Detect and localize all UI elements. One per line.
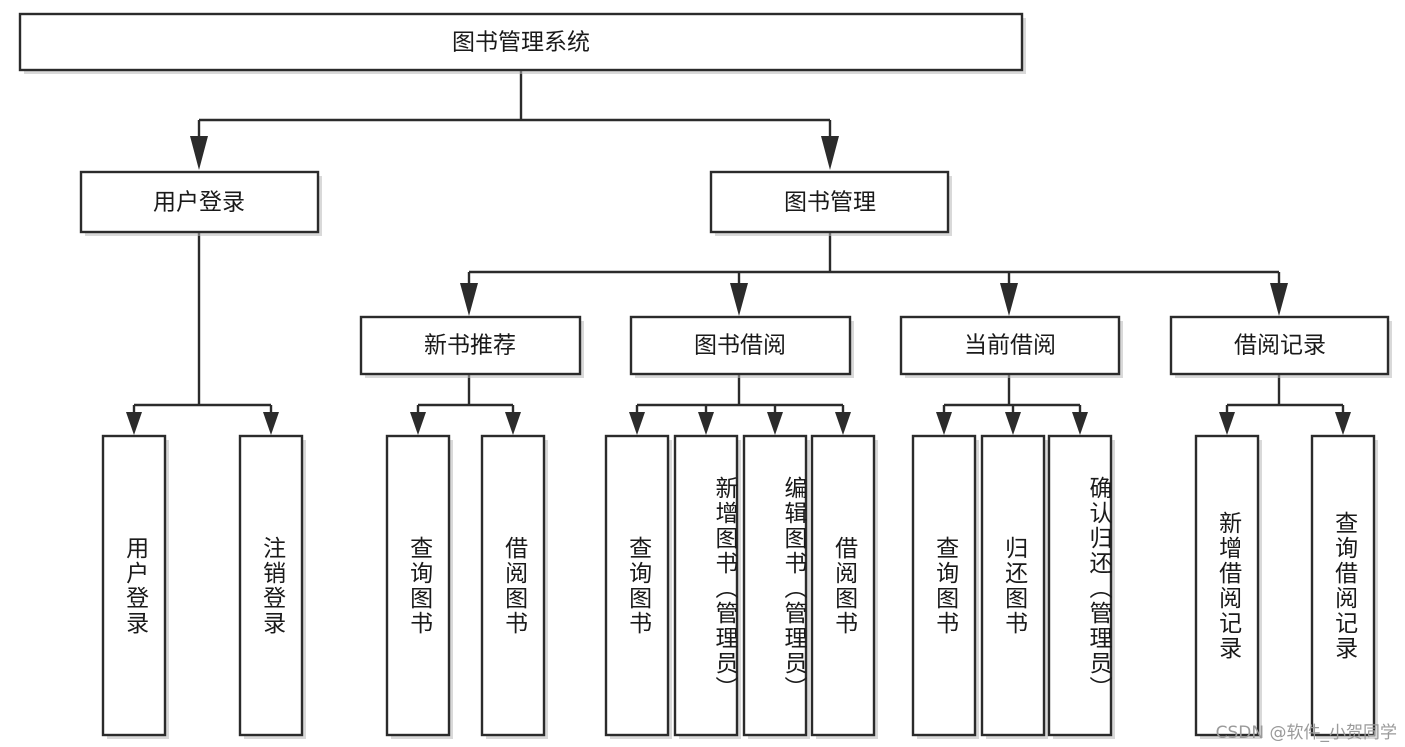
arrow-head-leaf-user-logout bbox=[263, 412, 279, 435]
arrow-head-leaf-cur-query-book bbox=[936, 412, 952, 435]
leaf-borrow-add-book-box[interactable] bbox=[673, 434, 739, 737]
watermark-text: CSDN @软件_小贺同学 bbox=[1215, 723, 1397, 743]
node-borrow-record[interactable]: 借阅记录 bbox=[1169, 315, 1392, 378]
arrow-head-leaf-rec-query-record bbox=[1335, 412, 1351, 435]
leaf-cur-confirm-return-box[interactable] bbox=[1047, 434, 1113, 737]
arrow-head-borrow-record bbox=[1270, 283, 1288, 316]
node-book-manage-label: 图书管理 bbox=[784, 190, 876, 216]
connector-group-borrow-record bbox=[1219, 374, 1351, 435]
node-current-borrow-label: 当前借阅 bbox=[964, 333, 1056, 359]
node-user-login-box[interactable] bbox=[79, 170, 320, 234]
node-new-book-rec[interactable]: 新书推荐 bbox=[359, 315, 584, 378]
connector-group-current-borrow bbox=[936, 374, 1088, 435]
arrow-head-user-login bbox=[190, 136, 208, 170]
leaf-borrow-edit-book-box[interactable] bbox=[742, 434, 808, 737]
leaf-cur-return-book-box[interactable] bbox=[980, 434, 1046, 737]
node-user-login-label: 用户登录 bbox=[153, 190, 245, 216]
arrow-head-leaf-borrow-add-book bbox=[698, 412, 714, 435]
node-new-book-rec-box[interactable] bbox=[359, 315, 582, 376]
node-book-manage-box[interactable] bbox=[709, 170, 950, 234]
arrow-head-leaf-cur-return-book bbox=[1005, 412, 1021, 435]
node-new-book-rec-label: 新书推荐 bbox=[424, 333, 516, 359]
connector-group-new-book-rec bbox=[410, 374, 521, 435]
arrow-head-leaf-rec-borrow-book bbox=[505, 412, 521, 435]
node-current-borrow-box[interactable] bbox=[899, 315, 1121, 376]
node-user-login[interactable]: 用户登录 bbox=[79, 170, 322, 236]
arrow-head-leaf-user-login bbox=[126, 412, 142, 435]
leaf-node-group bbox=[101, 434, 1378, 739]
node-borrow-record-box[interactable] bbox=[1169, 315, 1390, 376]
arrow-head-book-manage bbox=[821, 136, 839, 170]
leaf-user-logout-box[interactable] bbox=[238, 434, 304, 737]
leaf-rec-borrow-book-box[interactable] bbox=[480, 434, 546, 737]
connector-group-book-borrow bbox=[629, 374, 851, 435]
arrow-head-new-book-rec bbox=[460, 283, 478, 316]
arrow-head-leaf-rec-add-record bbox=[1219, 412, 1235, 435]
leaf-rec-add-record-box[interactable] bbox=[1194, 434, 1260, 737]
node-book-manage[interactable]: 图书管理 bbox=[709, 170, 952, 236]
node-book-borrow-box[interactable] bbox=[629, 315, 852, 376]
arrow-head-leaf-borrow-query-book bbox=[629, 412, 645, 435]
node-root-box[interactable] bbox=[18, 12, 1024, 72]
leaf-rec-query-record-box[interactable] bbox=[1310, 434, 1376, 737]
leaf-borrow-query-book-box[interactable] bbox=[604, 434, 670, 737]
connector-group-book-manage bbox=[460, 232, 1288, 316]
arrow-head-leaf-cur-confirm-return bbox=[1072, 412, 1088, 435]
arrow-head-book-borrow bbox=[730, 283, 748, 316]
node-current-borrow[interactable]: 当前借阅 bbox=[899, 315, 1123, 378]
arrow-head-leaf-borrow-borrow-book bbox=[835, 412, 851, 435]
leaf-user-login-box[interactable] bbox=[101, 434, 167, 737]
node-book-borrow[interactable]: 图书借阅 bbox=[629, 315, 854, 378]
node-root[interactable]: 图书管理系统 bbox=[18, 12, 1026, 74]
node-book-borrow-label: 图书借阅 bbox=[694, 333, 786, 359]
node-borrow-record-label: 借阅记录 bbox=[1234, 333, 1326, 359]
leaf-borrow-borrow-book-box[interactable] bbox=[810, 434, 876, 737]
arrow-head-leaf-rec-query-book bbox=[410, 412, 426, 435]
node-root-label: 图书管理系统 bbox=[452, 30, 590, 56]
arrow-head-current-borrow bbox=[1000, 283, 1018, 316]
connector-group-root bbox=[190, 70, 839, 170]
arrow-head-leaf-borrow-edit-book bbox=[767, 412, 783, 435]
leaf-cur-query-book-box[interactable] bbox=[911, 434, 977, 737]
leaf-rec-query-book-box[interactable] bbox=[385, 434, 451, 737]
connector-group-user-login bbox=[126, 232, 279, 435]
